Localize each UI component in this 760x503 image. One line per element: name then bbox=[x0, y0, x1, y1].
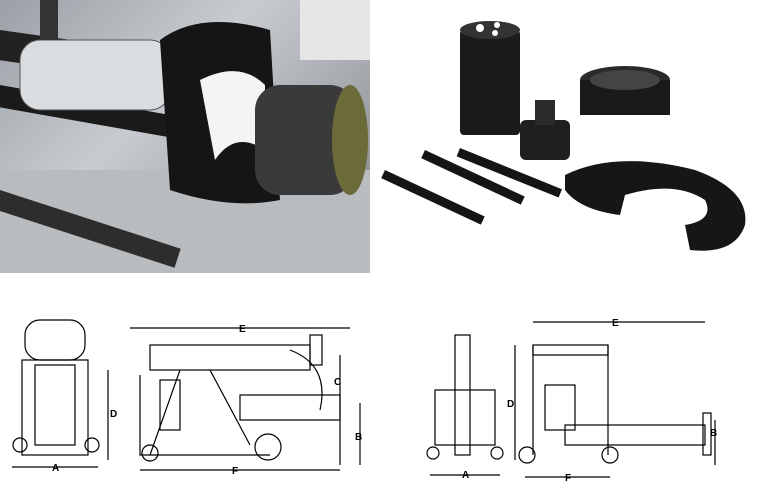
compact-press-dimension-drawing: A D E F B bbox=[426, 318, 717, 484]
dimension-diagram-right: A D E F B bbox=[415, 295, 760, 498]
dimension-label-e: E bbox=[612, 318, 619, 329]
dimension-label-a: A bbox=[462, 470, 469, 481]
stepped-adapter bbox=[520, 120, 570, 160]
tool-in-use-photo bbox=[0, 0, 370, 273]
dimension-label-c: C bbox=[334, 377, 341, 388]
threaded-rods bbox=[381, 148, 562, 225]
side-view: D E F B bbox=[507, 318, 717, 484]
tall-sleeve bbox=[460, 30, 520, 135]
tool-kit-photo bbox=[375, 0, 760, 273]
front-view: A D bbox=[12, 319, 117, 474]
press-machine-illustration bbox=[0, 0, 370, 273]
c-yoke bbox=[565, 161, 746, 251]
dimension-label-d: D bbox=[110, 409, 117, 420]
dimension-label-f: F bbox=[565, 473, 571, 484]
front-view: A bbox=[426, 334, 504, 481]
dimension-diagram-left: A D E F C B bbox=[0, 295, 380, 498]
press-dimension-drawing: A D E F C B bbox=[12, 319, 362, 477]
dimension-label-d: D bbox=[507, 399, 514, 410]
tool-kit-illustration bbox=[381, 21, 746, 251]
side-view: E F C B bbox=[130, 324, 362, 477]
dimension-label-f: F bbox=[232, 466, 238, 477]
dimension-label-a: A bbox=[52, 463, 59, 474]
dimension-label-b: B bbox=[710, 428, 717, 439]
dimension-label-b: B bbox=[355, 432, 362, 443]
dimension-label-e: E bbox=[239, 324, 246, 335]
